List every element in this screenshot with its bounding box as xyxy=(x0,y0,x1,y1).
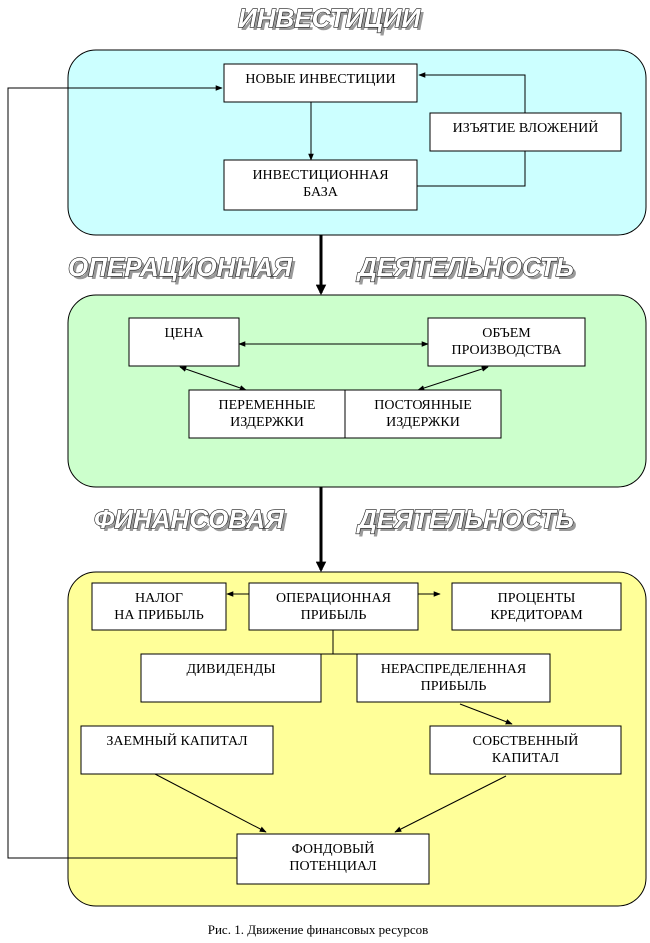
new-investments-box-label-line-1: НОВЫЕ ИНВЕСТИЦИИ xyxy=(245,72,395,87)
fund-to-new-investments-arrow xyxy=(7,85,237,859)
equity-box-frame xyxy=(429,725,622,775)
price-box-frame xyxy=(128,317,240,367)
fund-potential-box: ФОНДОВЫЙ ПОТЕНЦИАЛ xyxy=(236,833,430,885)
variable-costs-box-label-line-2: ИЗДЕРЖКИ xyxy=(230,415,304,430)
variable-costs-box-frame xyxy=(188,389,346,439)
investments-panel xyxy=(67,49,647,236)
fixed-costs-box-label-line-2: ИЗДЕРЖКИ xyxy=(386,415,460,430)
fixed-costs-box-frame xyxy=(344,389,502,439)
variable-costs-box-label-line-1: ПЕРЕМЕННЫЕ xyxy=(219,398,316,413)
dividends-box-frame xyxy=(140,653,322,703)
equity-box-label-line-1: СОБСТВЕННЫЙ xyxy=(473,732,579,749)
volume-fixed-arrow xyxy=(417,366,489,391)
borrowed-to-fund-arrow xyxy=(154,773,267,833)
operational-heading-right-shadow: ДЕЯТЕЛЬНОСТЬ xyxy=(359,255,577,285)
new-investments-box: НОВЫЕ ИНВЕСТИЦИИ xyxy=(223,63,418,103)
fund-potential-box-label-line-2: ПОТЕНЦИАЛ xyxy=(289,859,377,874)
figure-caption: Рис. 1. Движение финансовых ресурсов xyxy=(208,922,429,937)
creditor-interest-box-label-line-2: КРЕДИТОРАМ xyxy=(490,608,583,623)
equity-box-label-line-2: КАПИТАЛ xyxy=(492,751,560,766)
borrowed-capital-box-label-line-1: ЗАЕМНЫЙ КАПИТАЛ xyxy=(106,732,248,749)
equity-box: СОБСТВЕННЫЙ КАПИТАЛ xyxy=(429,725,622,775)
fixed-costs-box: ПОСТОЯННЫЕ ИЗДЕРЖКИ xyxy=(344,389,502,439)
retained-to-equity-arrow xyxy=(459,703,513,725)
retained-earnings-box: НЕРАСПРЕДЕЛЕННАЯ ПРИБЫЛЬ xyxy=(356,653,551,703)
production-volume-box-label-line-1: ОБЪЕМ xyxy=(482,326,531,341)
profit-tax-box-label-line-1: НАЛОГ xyxy=(135,591,183,606)
investment-base-box-label-line-2: БАЗА xyxy=(303,185,339,200)
fund-potential-box-frame xyxy=(236,833,430,885)
creditor-interest-box: ПРОЦЕНТЫ КРЕДИТОРАМ xyxy=(451,582,622,631)
retained-earnings-box-label-line-1: НЕРАСПРЕДЕЛЕННАЯ xyxy=(381,662,527,677)
operational-heading-right: ДЕЯТЕЛЬНОСТЬ xyxy=(356,252,574,282)
equity-to-fund-arrow xyxy=(394,775,507,833)
boxes-layer: НОВЫЕ ИНВЕСТИЦИИ ИЗЪЯТИЕ ВЛОЖЕНИЙ ИНВЕСТИЦ… xyxy=(80,63,622,885)
borrowed-capital-box: ЗАЕМНЫЙ КАПИТАЛ xyxy=(80,725,274,775)
production-volume-box-label-line-2: ПРОИЗВОДСТВА xyxy=(451,343,562,358)
financial-heading-right-shadow: ДЕЯТЕЛЬНОСТЬ xyxy=(359,507,577,537)
profit-tax-box-label-line-2: НА ПРИБЫЛЬ xyxy=(114,608,204,623)
operating-profit-box-label-line-1: ОПЕРАЦИОННАЯ xyxy=(276,591,391,606)
withdrawal-box-frame xyxy=(429,112,622,152)
retained-earnings-box-label-line-2: ПРИБЫЛЬ xyxy=(421,679,487,694)
variable-costs-box: ПЕРЕМЕННЫЕ ИЗДЕРЖКИ xyxy=(188,389,346,439)
retained-earnings-box-frame xyxy=(356,653,551,703)
operational-heading-left-shadow: ОПЕРАЦИОННАЯ xyxy=(71,255,296,285)
borrowed-capital-box-frame xyxy=(80,725,274,775)
production-volume-box: ОБЪЕМ ПРОИЗВОДСТВА xyxy=(427,317,586,367)
creditor-interest-box-label-line-1: ПРОЦЕНТЫ xyxy=(498,591,576,606)
price-box-label-line-1: ЦЕНА xyxy=(165,326,205,341)
production-volume-box-frame xyxy=(427,317,586,367)
investment-base-box-label-line-1: ИНВЕСТИЦИОННАЯ xyxy=(252,168,388,183)
withdrawal-box-label-line-1: ИЗЪЯТИЕ ВЛОЖЕНИЙ xyxy=(453,119,599,136)
operating-profit-box: ОПЕРАЦИОННАЯ ПРИБЫЛЬ xyxy=(248,582,419,631)
operating-profit-box-label-line-2: ПРИБЫЛЬ xyxy=(301,608,367,623)
fixed-costs-box-label-line-1: ПОСТОЯННЫЕ xyxy=(374,398,472,413)
profit-tax-box-frame xyxy=(91,582,227,631)
withdrawal-box: ИЗЪЯТИЕ ВЛОЖЕНИЙ xyxy=(429,112,622,152)
new-investments-box-frame xyxy=(223,63,418,103)
investment-base-box-frame xyxy=(223,159,418,211)
dividends-box-label-line-1: ДИВИДЕНДЫ xyxy=(186,662,275,677)
dividends-box: ДИВИДЕНДЫ xyxy=(140,653,322,703)
financial-heading-left: ФИНАНСОВАЯ xyxy=(94,504,285,534)
profit-tax-box: НАЛОГ НА ПРИБЫЛЬ xyxy=(91,582,227,631)
investments-heading: ИНВЕСТИЦИИ xyxy=(238,3,422,33)
price-box: ЦЕНА xyxy=(128,317,240,367)
operating-profit-box-frame xyxy=(248,582,419,631)
financial-heading-left-shadow: ФИНАНСОВАЯ xyxy=(97,507,288,537)
operational-heading-left: ОПЕРАЦИОННАЯ xyxy=(68,252,293,282)
price-variable-arrow xyxy=(179,366,247,391)
investments-heading-shadow: ИНВЕСТИЦИИ xyxy=(241,6,425,36)
creditor-interest-box-frame xyxy=(451,582,622,631)
fund-potential-box-label-line-1: ФОНДОВЫЙ xyxy=(292,840,375,857)
investment-base-box: ИНВЕСТИЦИОННАЯ БАЗА xyxy=(223,159,418,211)
financial-heading-right: ДЕЯТЕЛЬНОСТЬ xyxy=(356,504,574,534)
